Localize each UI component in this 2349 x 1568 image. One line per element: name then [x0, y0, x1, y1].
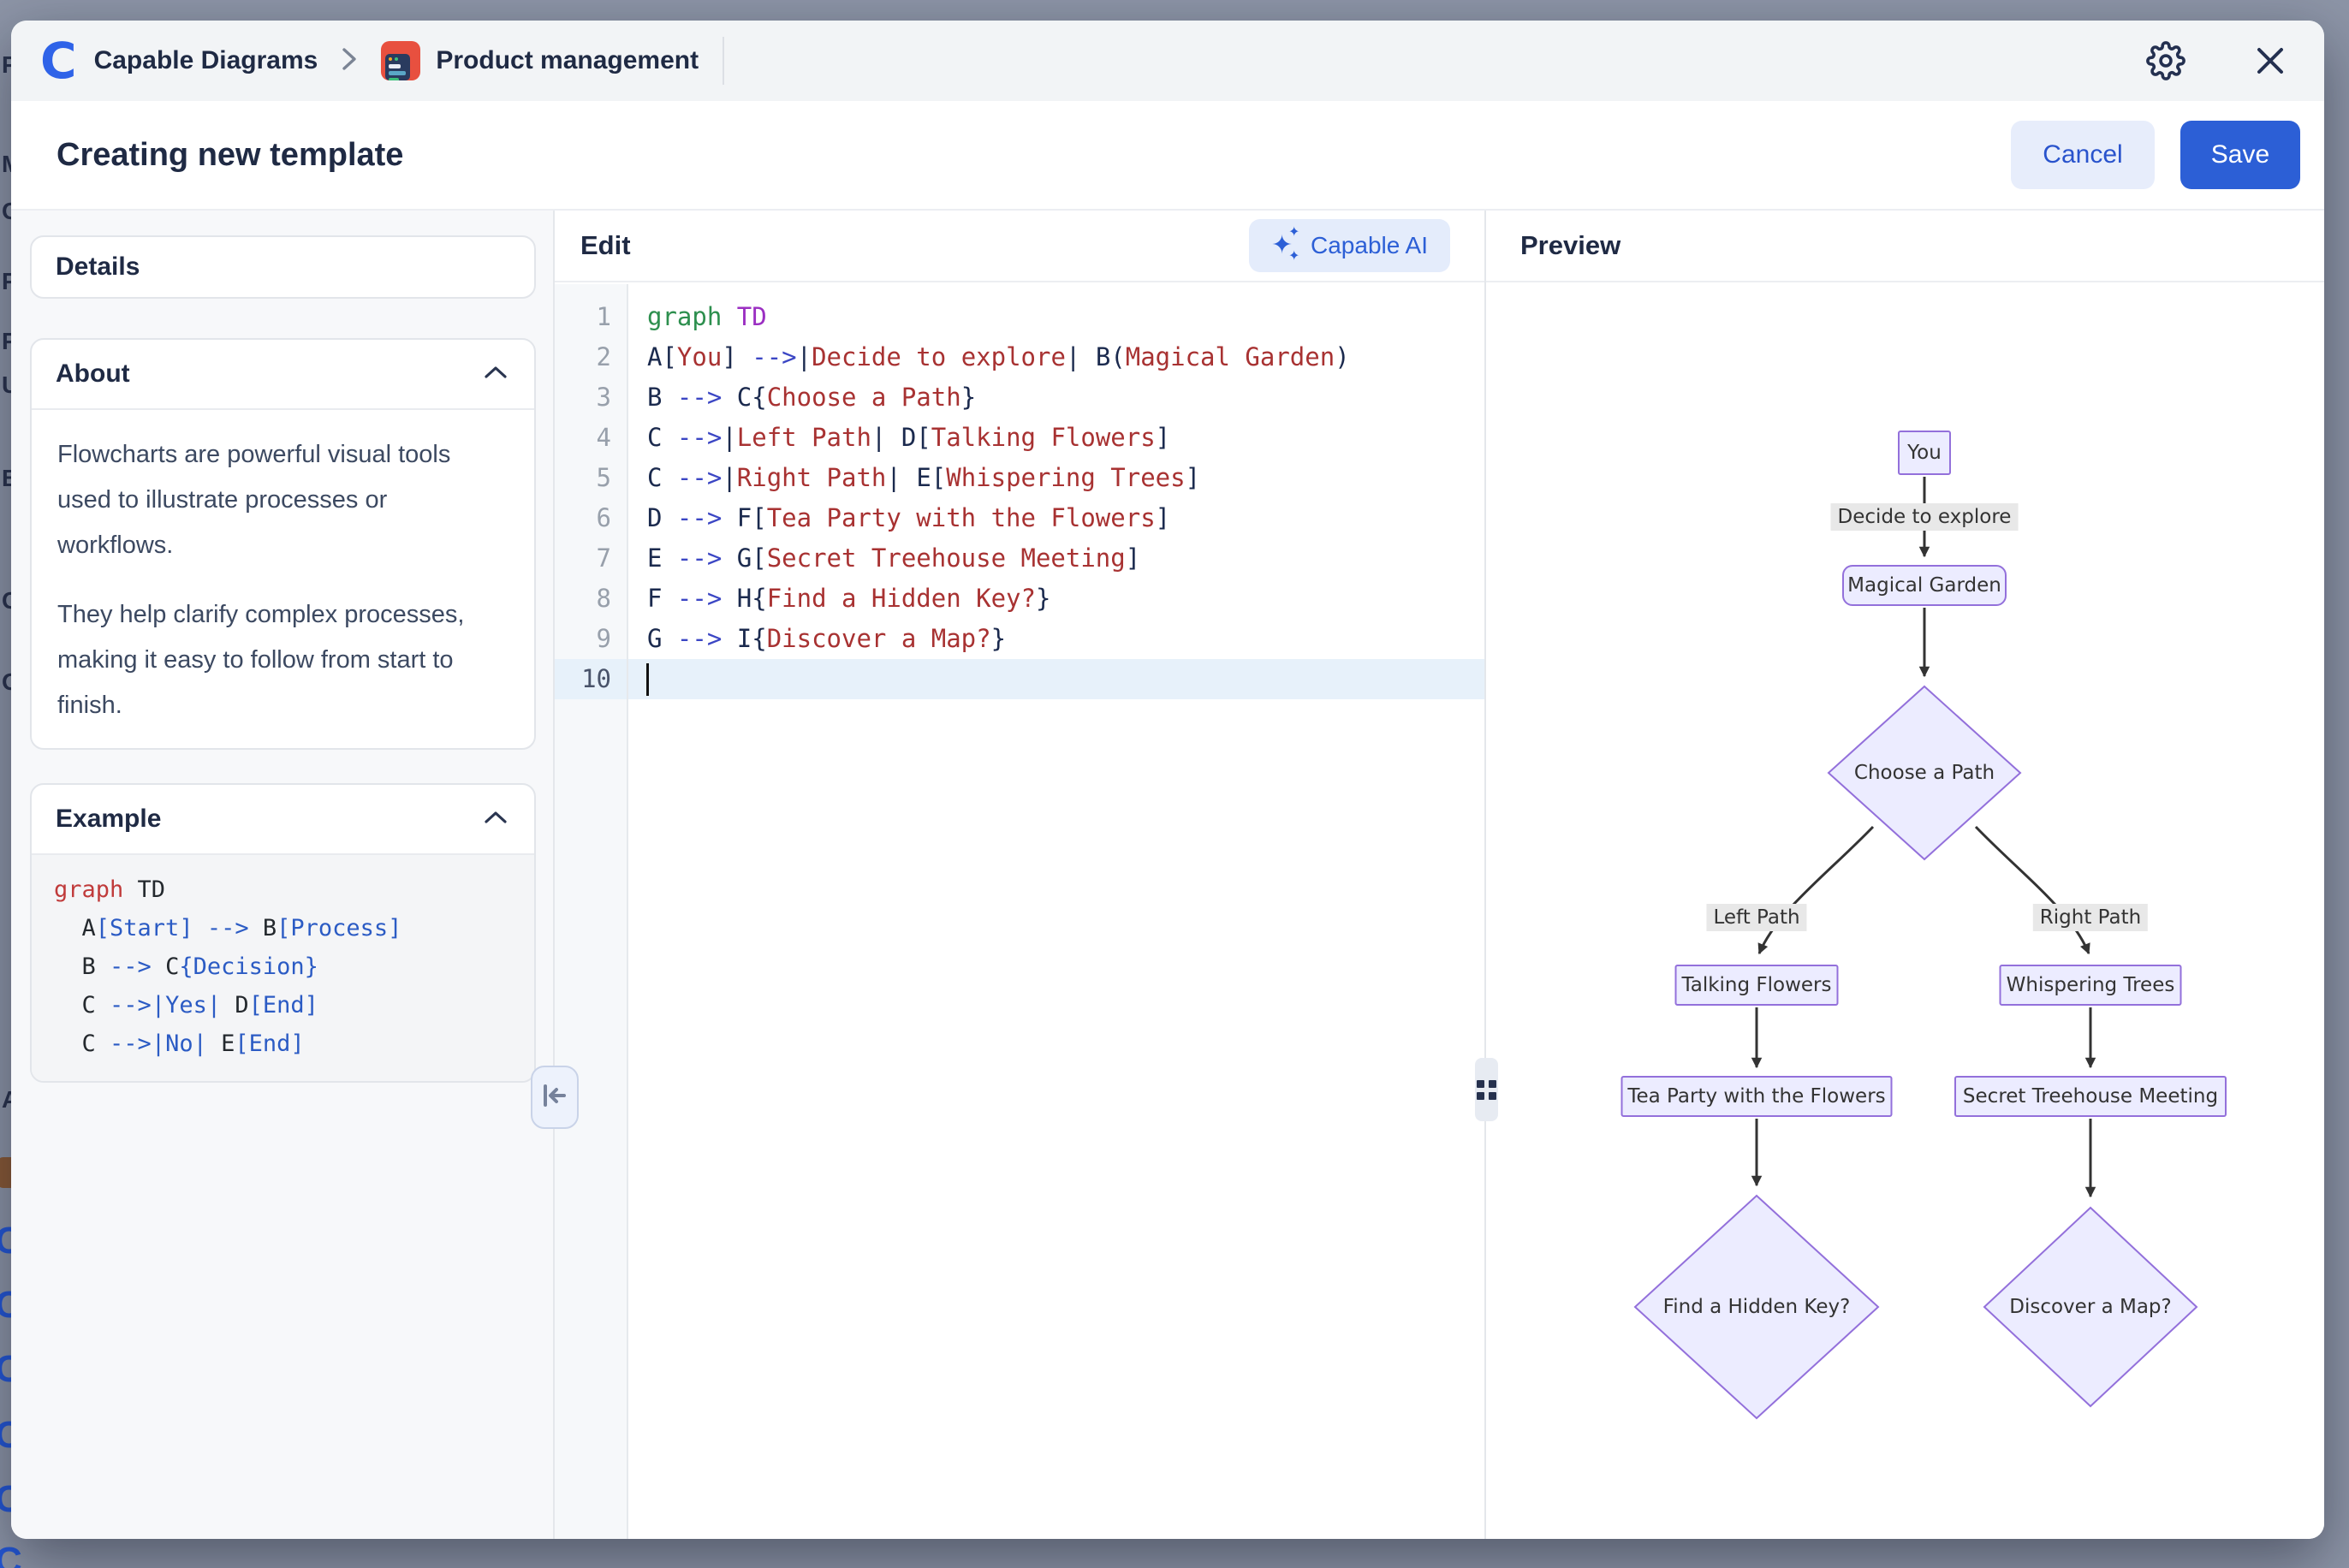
about-card-title: About — [56, 359, 130, 388]
collapse-left-icon — [540, 1083, 569, 1113]
choose-path-diamond — [1827, 685, 2022, 861]
example-card: Example graph TD A[Start] --> B[Process]… — [30, 783, 536, 1083]
flow-node-choose-path[interactable]: Choose a Path — [1853, 762, 1995, 784]
details-card-title: Details — [56, 252, 140, 281]
flow-node-secret-meeting[interactable]: Secret Treehouse Meeting — [1954, 1076, 2227, 1117]
discover-map-diamond — [1983, 1206, 2198, 1408]
modal-titlebar: Creating new template Cancel Save — [11, 101, 2324, 211]
flowchart-preview: You Decide to explore Magical Garden Cho… — [1486, 284, 2324, 1539]
flow-node-talking-flowers[interactable]: Talking Flowers — [1674, 965, 1839, 1006]
gutter-divider — [627, 284, 628, 1539]
chevron-up-icon[interactable] — [483, 810, 508, 829]
about-card-header[interactable]: About — [32, 340, 534, 410]
flow-node-tea-party[interactable]: Tea Party with the Flowers — [1621, 1076, 1893, 1117]
edit-panel-title: Edit — [580, 230, 631, 260]
breadcrumb-app-name[interactable]: Capable Diagrams — [93, 46, 318, 74]
edge-label-right-path: Right Path — [2032, 904, 2149, 931]
background-workspace-icon: C — [0, 1540, 22, 1568]
panel-resize-handle[interactable] — [1475, 1058, 1498, 1121]
close-icon[interactable] — [2251, 41, 2290, 80]
page-title: Creating new template — [56, 136, 404, 173]
about-paragraph-1: Flowcharts are powerful visual tools use… — [57, 441, 451, 559]
flow-node-you[interactable]: You — [1898, 431, 1951, 475]
capable-ai-label: Capable AI — [1311, 232, 1428, 258]
flowchart-edges — [1633, 477, 2198, 1420]
example-code-block: graph TD A[Start] --> B[Process] B --> C… — [32, 855, 534, 1081]
breadcrumb-chevron-icon — [340, 45, 359, 78]
breadcrumb-current-item[interactable]: Product management — [436, 46, 699, 74]
flow-node-whispering-trees[interactable]: Whispering Trees — [1999, 965, 2182, 1006]
collapse-sidebar-button[interactable] — [531, 1066, 579, 1129]
about-paragraph-2: They help clarify complex processes, mak… — [57, 601, 465, 719]
edit-panel-header: Edit ✦✦✦ Capable AI — [555, 211, 1484, 282]
example-card-title: Example — [56, 805, 162, 833]
capable-ai-button[interactable]: ✦✦✦ Capable AI — [1249, 219, 1450, 272]
details-sidebar: Details About Flowcharts are powerful vi… — [11, 211, 579, 1539]
about-card-body: Flowcharts are powerful visual tools use… — [32, 410, 534, 748]
preview-panel: Preview — [1486, 211, 2324, 1539]
flow-node-hidden-key[interactable]: Find a Hidden Key? — [1662, 1296, 1851, 1318]
sparkles-icon: ✦✦✦ — [1271, 225, 1300, 264]
edge-label-decide: Decide to explore — [1830, 503, 2019, 531]
flow-node-discover-map[interactable]: Discover a Map? — [2009, 1296, 2172, 1318]
editor-gutter — [555, 284, 627, 1539]
template-modal: C Capable Diagrams Product management Cr… — [11, 21, 2324, 1539]
example-card-header[interactable]: Example — [32, 785, 534, 855]
active-line-highlight — [555, 659, 1484, 699]
text-cursor — [646, 663, 649, 696]
modal-content: Details About Flowcharts are powerful vi… — [11, 211, 2324, 1539]
settings-gear-icon[interactable] — [2146, 41, 2185, 80]
product-management-icon — [381, 41, 421, 80]
preview-panel-header: Preview — [1486, 211, 2324, 282]
modal-header: C Capable Diagrams Product management — [11, 21, 2324, 101]
save-button[interactable]: Save — [2180, 121, 2300, 189]
flow-node-magical-garden[interactable]: Magical Garden — [1842, 565, 2007, 606]
cancel-button[interactable]: Cancel — [2011, 121, 2155, 189]
edge-label-left-path: Left Path — [1706, 904, 1807, 931]
header-divider — [723, 37, 725, 85]
chevron-up-icon[interactable] — [483, 365, 508, 384]
hidden-key-diamond — [1633, 1194, 1880, 1420]
about-card: About Flowcharts are powerful visual too… — [30, 338, 536, 750]
preview-panel-title: Preview — [1520, 230, 1621, 260]
details-card[interactable]: Details — [30, 235, 536, 299]
capable-logo-icon: C — [40, 32, 77, 90]
